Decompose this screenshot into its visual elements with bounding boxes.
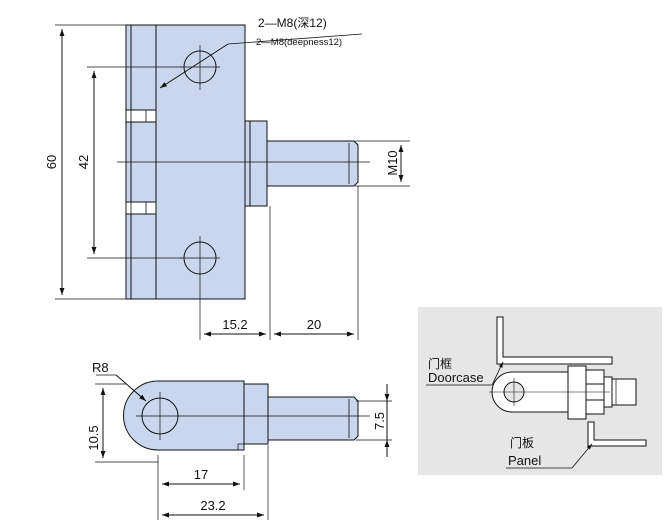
side-view: [95, 374, 392, 520]
dim-hole-spacing: 42: [76, 155, 91, 169]
panel-label-cn: 门板: [510, 435, 534, 450]
dim-pin-height: 7.5: [372, 412, 387, 430]
front-view: [55, 24, 410, 340]
dim-length-outer: 23.2: [200, 498, 225, 513]
dim-left-height: 10.5: [86, 425, 101, 450]
installation-inset: 门框 Doorcase 门板 Panel: [418, 307, 662, 475]
front-threaded-pin: [266, 140, 359, 187]
hole-callout-cn: 2—M8(深12): [258, 16, 327, 30]
dim-overall-height: 60: [44, 155, 59, 169]
dim-radius: R8: [92, 360, 109, 375]
doorcase-label-en: Doorcase: [428, 370, 484, 385]
front-dimension-labels: 60 42 M10 15.2 20 2—M8(深12) 2—M8(deepnes…: [44, 16, 400, 332]
doorcase-label-cn: 门框: [428, 356, 452, 371]
side-pin: [267, 396, 359, 441]
hole-callout-en: 2—M8(deepness12): [256, 37, 342, 48]
front-hub: [244, 120, 268, 207]
side-hub: [243, 383, 269, 445]
dim-thread-diameter: M10: [385, 150, 400, 175]
inset-thread-end: [611, 378, 637, 406]
side-dimension-labels: R8 10.5 7.5 17 23.2: [86, 360, 387, 513]
doorcase-frame: [496, 316, 613, 365]
dim-body-width: 15.2: [222, 317, 247, 332]
panel-label-en: Panel: [508, 453, 541, 468]
dim-length-inner: 17: [194, 467, 208, 482]
dim-pin-width: 20: [307, 317, 321, 332]
